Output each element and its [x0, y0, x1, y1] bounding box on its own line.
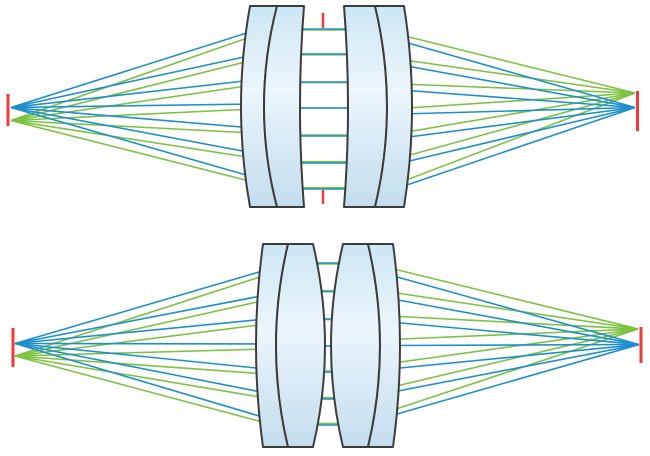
green-ray: [10, 29, 636, 122]
green-ray: [14, 263, 639, 357]
lens-group2-element2: [367, 243, 401, 448]
diagram-bottom: [11, 243, 643, 448]
green-ray: [14, 328, 639, 425]
lens-group2-element1: [330, 243, 381, 448]
green-ray: [10, 53, 636, 122]
blue-ray: [14, 262, 640, 346]
blue-ray: [14, 318, 640, 346]
blue-ray: [14, 290, 640, 346]
rays-bottom: [14, 262, 640, 426]
rays-top: [10, 28, 636, 190]
blue-ray: [10, 28, 636, 109]
blue-ray: [14, 342, 640, 347]
blue-ray: [10, 106, 636, 190]
lens-groups-bottom: [255, 243, 401, 448]
green-ray: [14, 328, 639, 399]
green-ray: [14, 328, 639, 375]
blue-ray: [10, 106, 636, 164]
blue-ray: [10, 53, 636, 109]
markers-bottom: [11, 327, 643, 367]
blue-ray: [14, 342, 640, 426]
blue-ray: [10, 103, 636, 115]
green-ray: [10, 92, 636, 136]
lens-group2-element2: [374, 5, 413, 208]
green-ray: [10, 92, 636, 189]
markers-top: [6, 13, 639, 204]
lens-groups-top: [240, 5, 413, 208]
lens-group1-element2: [275, 243, 326, 448]
blue-ray: [14, 342, 640, 373]
lens-group1-element2: [263, 5, 305, 208]
blue-ray: [14, 342, 640, 400]
blue-ray: [10, 79, 636, 109]
green-ray: [10, 92, 636, 163]
blue-ray: [10, 106, 636, 139]
diagram-top: [6, 5, 639, 208]
